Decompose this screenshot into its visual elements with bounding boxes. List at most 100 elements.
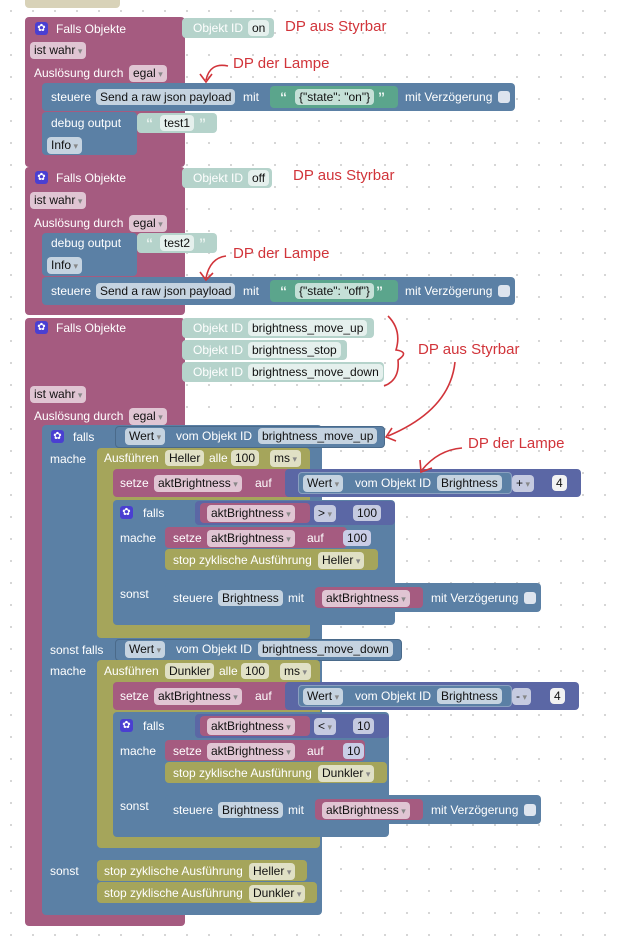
trigger-dropdown[interactable]: egal xyxy=(129,65,167,82)
block-label: alle xyxy=(219,664,238,678)
block-label: Auslösung durch xyxy=(34,66,124,80)
gear-icon[interactable]: ✿ xyxy=(120,506,133,519)
object-id-field[interactable]: brightness_move_up xyxy=(248,320,368,336)
annotation: DP aus Styrbar xyxy=(285,18,387,35)
gear-icon[interactable]: ✿ xyxy=(35,22,48,35)
object-id-field[interactable]: brightness_move_down xyxy=(248,364,383,380)
block-label: debug output xyxy=(51,116,122,130)
interval-field[interactable]: 100 xyxy=(231,450,260,466)
block-label: auf xyxy=(307,744,324,758)
interval-field[interactable]: 100 xyxy=(241,663,270,679)
trigger-dropdown[interactable]: egal xyxy=(129,408,167,425)
device-field[interactable]: Send a raw json payload xyxy=(96,89,236,105)
block-label: sonst falls xyxy=(50,643,104,657)
unit-dropdown[interactable]: ms xyxy=(280,663,312,680)
gear-icon[interactable]: ✿ xyxy=(35,171,48,184)
device-field[interactable]: Send a raw json payload xyxy=(96,283,236,299)
value-dropdown[interactable]: Wert xyxy=(125,641,166,658)
variable-dropdown[interactable]: aktBrightness xyxy=(154,688,242,705)
object-id-field[interactable]: brightness_stop xyxy=(248,342,341,358)
partial-block[interactable] xyxy=(25,0,120,8)
value-dropdown[interactable]: Wert xyxy=(303,688,344,705)
value-dropdown[interactable]: Wert xyxy=(303,475,344,492)
block-label: alle xyxy=(209,451,228,465)
value-dropdown[interactable]: Wert xyxy=(125,428,166,445)
timer-dropdown[interactable]: Heller xyxy=(318,552,365,569)
block-label: Objekt ID xyxy=(193,365,244,379)
trigger-dropdown[interactable]: egal xyxy=(129,215,167,232)
gear-icon[interactable]: ✿ xyxy=(120,719,133,732)
block-label: mit Verzögerung xyxy=(431,591,519,605)
block-label: mit Verzögerung xyxy=(405,90,493,104)
number-field[interactable]: 4 xyxy=(552,475,567,491)
annotation: DP der Lampe xyxy=(233,55,330,72)
object-id-field[interactable]: off xyxy=(248,170,270,186)
number-field[interactable]: 10 xyxy=(343,743,365,759)
number-field[interactable]: 10 xyxy=(353,718,375,734)
delay-checkbox[interactable] xyxy=(498,285,510,297)
text-field[interactable]: test2 xyxy=(160,235,195,251)
block-label: Objekt ID xyxy=(193,171,244,185)
block-label: Falls Objekte xyxy=(56,22,127,36)
variable-dropdown[interactable]: aktBrightness xyxy=(154,475,242,492)
block-label: sonst xyxy=(120,799,149,813)
block-label: vom Objekt ID xyxy=(176,429,253,443)
object-id-field[interactable]: brightness_move_up xyxy=(258,428,378,444)
block-label: auf xyxy=(307,531,324,545)
variable-dropdown[interactable]: aktBrightness xyxy=(207,505,295,522)
delay-checkbox[interactable] xyxy=(524,804,536,816)
block-label: setze xyxy=(120,689,149,703)
compare-dropdown[interactable]: < xyxy=(314,718,337,735)
condition-dropdown[interactable]: ist wahr xyxy=(30,192,87,209)
variable-dropdown[interactable]: aktBrightness xyxy=(207,530,295,547)
block-label: falls xyxy=(143,506,165,520)
log-level-dropdown[interactable]: Info xyxy=(47,137,83,154)
object-id-field[interactable]: on xyxy=(248,20,270,36)
condition-dropdown[interactable]: ist wahr xyxy=(30,42,87,59)
block-label: Ausführen xyxy=(104,664,159,678)
delay-checkbox[interactable] xyxy=(524,592,536,604)
timer-dropdown[interactable]: Heller xyxy=(249,863,296,880)
condition-dropdown[interactable]: ist wahr xyxy=(30,386,87,403)
timer-name-field[interactable]: Heller xyxy=(165,450,205,466)
number-field[interactable]: 100 xyxy=(343,530,372,546)
quote-open-icon: “ xyxy=(280,89,287,105)
block-label: mache xyxy=(50,452,87,466)
text-field[interactable]: {"state": "on"} xyxy=(295,89,375,105)
unit-dropdown[interactable]: ms xyxy=(270,450,302,467)
block-label: setze xyxy=(173,531,202,545)
device-field[interactable]: Brightness xyxy=(218,590,283,606)
text-field[interactable]: {"state": "off"} xyxy=(295,283,374,299)
compare-dropdown[interactable]: > xyxy=(314,505,337,522)
number-field[interactable]: 100 xyxy=(353,505,382,521)
block-label: steuere xyxy=(173,803,214,817)
variable-dropdown[interactable]: aktBrightness xyxy=(207,743,295,760)
block-label: mache xyxy=(50,664,87,678)
operator-dropdown[interactable]: + xyxy=(512,475,535,492)
variable-dropdown[interactable]: aktBrightness xyxy=(322,590,410,607)
variable-dropdown[interactable]: aktBrightness xyxy=(322,802,410,819)
block-label: Falls Objekte xyxy=(56,171,127,185)
timer-name-field[interactable]: Dunkler xyxy=(165,663,215,679)
log-level-dropdown[interactable]: Info xyxy=(47,257,83,274)
gear-icon[interactable]: ✿ xyxy=(51,430,64,443)
operator-dropdown[interactable]: - xyxy=(512,688,532,705)
gear-icon[interactable]: ✿ xyxy=(35,321,48,334)
block-label: mit xyxy=(288,803,304,817)
block-label: sonst xyxy=(50,864,79,878)
quote-open-icon: “ xyxy=(146,235,153,251)
object-id-field[interactable]: Brightness xyxy=(437,688,502,704)
timer-dropdown[interactable]: Dunkler xyxy=(318,765,375,782)
object-id-field[interactable]: brightness_move_down xyxy=(258,641,393,657)
arrow-icon xyxy=(199,255,227,282)
delay-checkbox[interactable] xyxy=(498,91,510,103)
quote-open-icon: “ xyxy=(146,115,153,131)
block-label: mit Verzögerung xyxy=(405,284,493,298)
variable-dropdown[interactable]: aktBrightness xyxy=(207,718,295,735)
number-field[interactable]: 4 xyxy=(550,688,565,704)
text-field[interactable]: test1 xyxy=(160,115,195,131)
timer-dropdown[interactable]: Dunkler xyxy=(249,885,306,902)
quote-close-icon: ” xyxy=(199,115,206,131)
object-id-field[interactable]: Brightness xyxy=(437,475,502,491)
device-field[interactable]: Brightness xyxy=(218,802,283,818)
